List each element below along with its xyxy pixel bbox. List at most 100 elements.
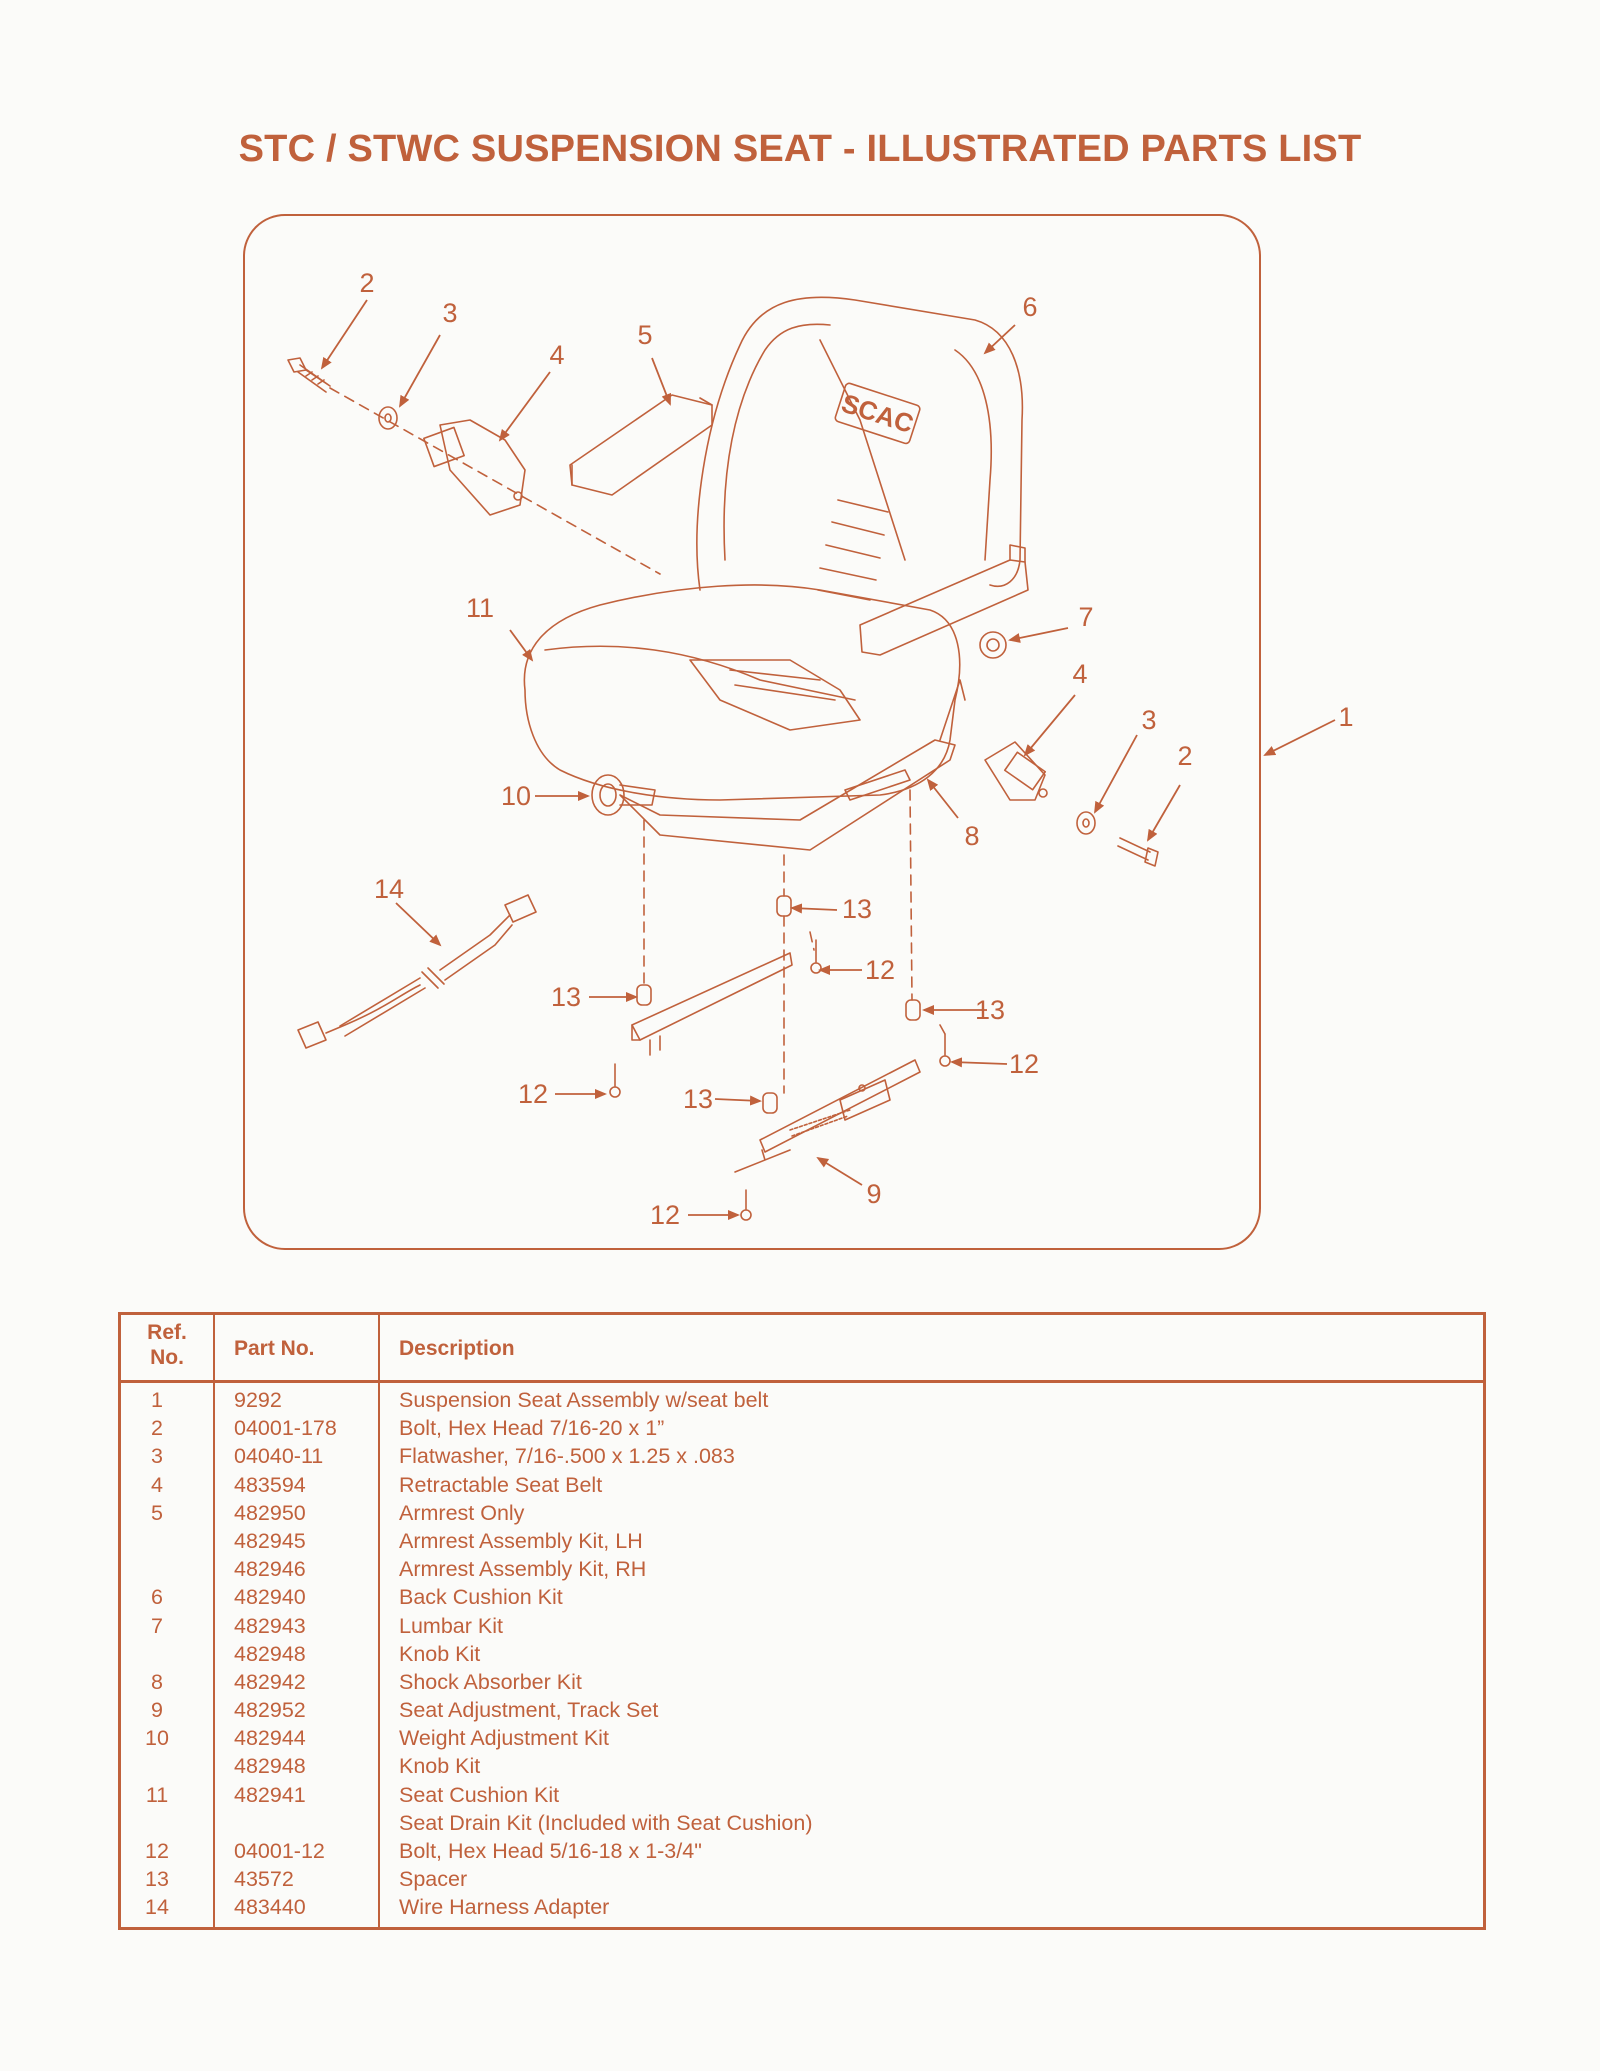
row-description: Seat Cushion Kit [399, 1782, 560, 1807]
callout-9: 9 [866, 1179, 881, 1209]
row-ref: 13 [145, 1867, 169, 1892]
callout-10: 10 [501, 781, 531, 811]
row-description: Retractable Seat Belt [399, 1472, 603, 1497]
table-body: 1 9292 Suspension Seat Assembly w/seat bel… [121, 1387, 1483, 1923]
row-part-no: 482942 [234, 1669, 306, 1694]
callout-13a: 13 [842, 894, 872, 924]
row-description: Seat Drain Kit (Included with Seat Cushi… [399, 1810, 813, 1835]
row-part-no: 482946 [234, 1557, 306, 1582]
callout-2b: 2 [1177, 741, 1192, 771]
row-ref: 8 [151, 1669, 163, 1694]
callout-11: 11 [466, 593, 494, 623]
callout-6: 6 [1022, 292, 1037, 322]
suspension-base [619, 739, 956, 851]
callout-4: 4 [549, 340, 564, 370]
seat-back [696, 296, 1024, 591]
table-row: 8 482942 Shock Absorber Kit [121, 1669, 1483, 1697]
row-ref: 2 [151, 1416, 163, 1441]
page-title: STC / STWC SUSPENSION SEAT - ILLUSTRATED… [238, 128, 1362, 170]
row-description: Spacer [399, 1867, 468, 1892]
wire-harness [297, 894, 537, 1049]
row-ref: 6 [151, 1585, 163, 1610]
seatbelt-left [423, 419, 526, 516]
callout-5: 5 [637, 320, 652, 350]
table-row: 1 9292 Suspension Seat Assembly w/seat bel… [121, 1387, 1483, 1415]
row-ref: 5 [151, 1500, 163, 1525]
diagram-frame [243, 214, 1261, 1250]
row-part-no: 482941 [234, 1782, 306, 1807]
column-divider [213, 1315, 215, 1927]
table-row: 6 482940 Back Cushion Kit [121, 1584, 1483, 1612]
header-ref-line1: Ref. [147, 1321, 187, 1344]
spacer-3 [905, 999, 921, 1021]
table-row: 482948 Knob Kit [121, 1753, 1483, 1781]
row-ref: 10 [145, 1726, 169, 1751]
svg-text:SCAC: SCAC [838, 388, 918, 439]
row-ref: 7 [151, 1613, 163, 1638]
bolt-small-4 [740, 1189, 752, 1221]
table-header: Ref. No. Part No. Description [121, 1315, 1483, 1383]
row-ref: 3 [151, 1444, 163, 1469]
row-description: Suspension Seat Assembly w/seat belt [399, 1388, 769, 1412]
callout-3: 3 [442, 298, 457, 328]
table-row: Seat Drain Kit (Included with Seat Cushi… [121, 1810, 1483, 1838]
row-description: Weight Adjustment Kit [399, 1726, 609, 1751]
row-part-no: 04001-178 [234, 1416, 337, 1441]
callout-13c: 13 [975, 995, 1005, 1025]
row-part-no: 482944 [234, 1726, 306, 1751]
header-ref-line2: No. [150, 1346, 184, 1369]
row-description: Wire Harness Adapter [399, 1895, 610, 1920]
scac-logo: SCAC [834, 382, 921, 445]
header-desc: Description [399, 1337, 515, 1360]
row-part-no: 482940 [234, 1585, 306, 1610]
row-part-no: 04040-11 [234, 1444, 324, 1469]
table-row: 482946 Armrest Assembly Kit, RH [121, 1556, 1483, 1584]
callout-13d: 13 [683, 1084, 713, 1114]
callout-12c: 12 [1009, 1049, 1039, 1079]
row-ref: 4 [151, 1472, 163, 1497]
row-description: Back Cushion Kit [399, 1585, 563, 1610]
washer-upper [378, 406, 398, 430]
bolt-small-1 [810, 939, 822, 974]
row-ref: 12 [145, 1839, 169, 1863]
seat-cushion [523, 584, 961, 801]
parts-table: Ref. No. Part No. Description 1 9292 Suspe… [118, 1312, 1486, 1930]
row-description: Knob Kit [399, 1754, 481, 1779]
callout-8: 8 [964, 821, 979, 851]
row-ref: 1 [151, 1388, 163, 1412]
armrest-right [859, 559, 1029, 656]
row-description: Armrest Only [399, 1500, 525, 1525]
weight-knob [591, 774, 656, 816]
row-description: Shock Absorber Kit [399, 1669, 582, 1694]
row-part-no: 9292 [234, 1388, 282, 1412]
track-rail-right [734, 1059, 921, 1173]
bolt-lower [1117, 837, 1159, 867]
lumbar-knob [979, 631, 1007, 659]
row-description: Lumbar Kit [399, 1613, 503, 1638]
row-part-no: 04001-12 [234, 1839, 325, 1863]
row-description: Bolt, Hex Head 7/16-20 x 1” [399, 1416, 665, 1441]
table-row: 10 482944 Weight Adjustment Kit [121, 1725, 1483, 1753]
callout-12d: 12 [650, 1200, 680, 1230]
row-part-no: 483440 [234, 1895, 306, 1920]
callout-3b: 3 [1141, 705, 1156, 735]
table-row: 2 04001-178 Bolt, Hex Head 7/16-20 x 1” [121, 1415, 1483, 1443]
row-description: Bolt, Hex Head 5/16-18 x 1-3/4" [399, 1839, 702, 1863]
row-ref: 9 [151, 1698, 163, 1723]
row-description: Armrest Assembly Kit, RH [399, 1557, 647, 1582]
exploded-seat-diagram: SCAC [287, 268, 1354, 1230]
callout-7: 7 [1078, 602, 1093, 632]
row-part-no: 482948 [234, 1754, 306, 1779]
callout-1: 1 [1338, 702, 1353, 732]
callout-12a: 12 [865, 955, 895, 985]
spacer-1 [776, 895, 792, 917]
header-part: Part No. [234, 1337, 315, 1360]
